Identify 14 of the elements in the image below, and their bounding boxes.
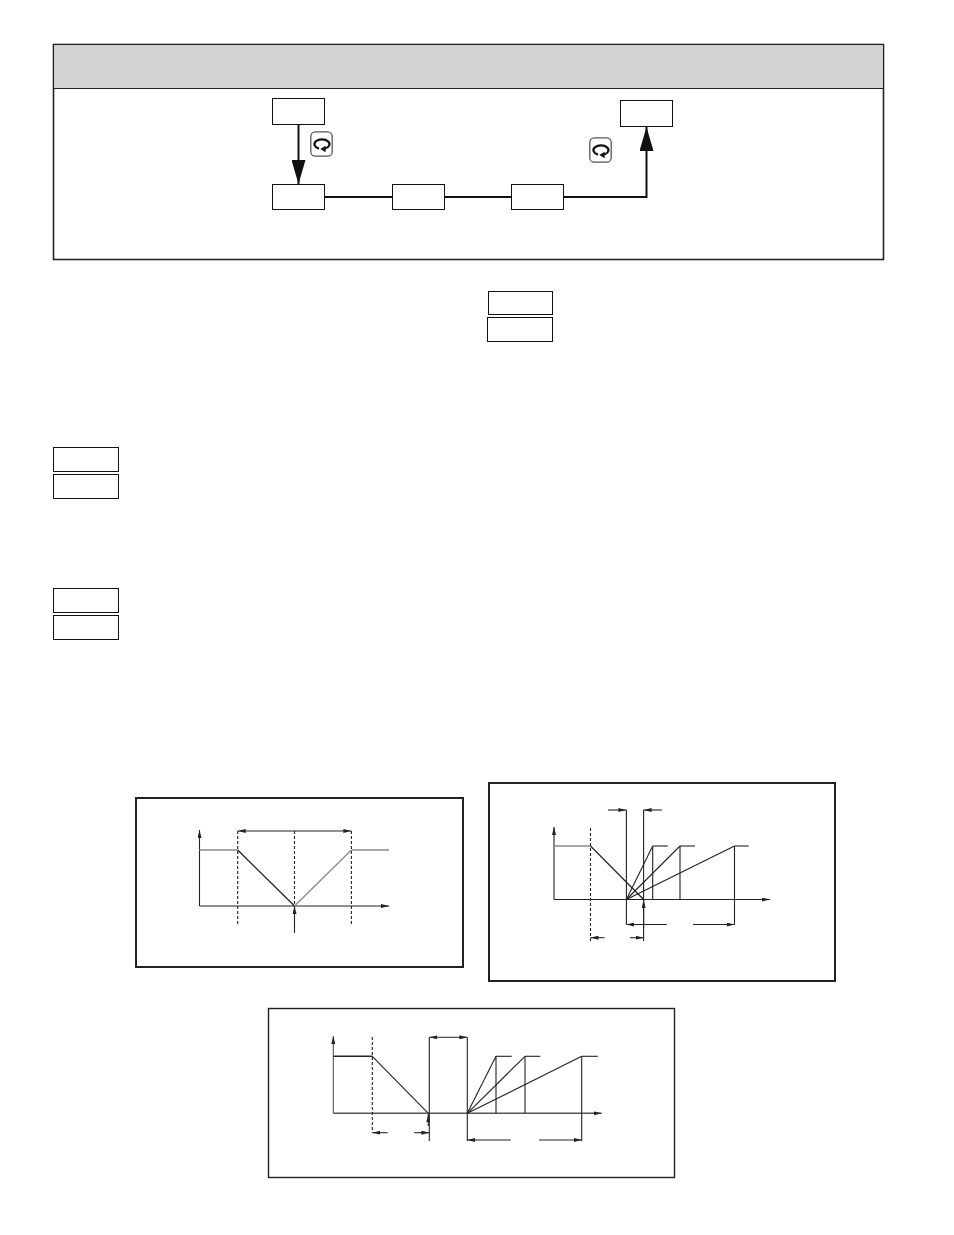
empty-box	[488, 291, 553, 315]
empty-box	[392, 184, 445, 210]
empty-box	[53, 588, 119, 613]
empty-box	[511, 184, 564, 210]
empty-box	[487, 317, 553, 342]
empty-box	[53, 447, 119, 472]
arrow	[563, 126, 654, 198]
empty-box	[272, 184, 325, 210]
empty-box	[53, 474, 119, 499]
connector-line	[444, 196, 512, 198]
empty-box	[620, 100, 673, 127]
empty-box	[53, 615, 119, 640]
empty-box	[272, 98, 325, 125]
connector-line	[324, 196, 393, 198]
